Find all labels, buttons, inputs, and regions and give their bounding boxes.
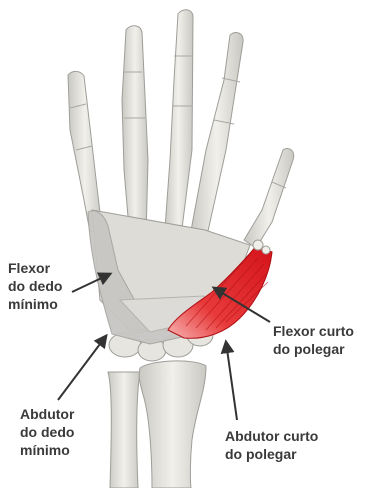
label-line: mínimo <box>20 441 74 459</box>
label-line: Abdutor curto <box>225 427 318 445</box>
arrow-abdutor-dedo-minimo <box>58 336 106 400</box>
ulna-bone <box>108 372 140 488</box>
forearm-bones <box>108 361 206 488</box>
label-line: do polegar <box>273 340 354 358</box>
label-abdutor-curto-polegar: Abdutor curto do polegar <box>225 427 318 463</box>
label-line: Flexor <box>8 259 62 277</box>
sesamoid-bone <box>253 240 263 250</box>
index-finger <box>190 33 243 240</box>
label-flexor-curto-polegar: Flexor curto do polegar <box>273 322 354 358</box>
sesamoid-bone <box>262 246 270 254</box>
label-line: mínimo <box>8 295 62 313</box>
label-flexor-dedo-minimo: Flexor do dedo mínimo <box>8 259 62 313</box>
middle-finger <box>164 10 193 244</box>
label-line: Abdutor <box>20 405 74 423</box>
radius-bone <box>139 361 206 488</box>
label-line: Flexor curto <box>273 322 354 340</box>
ring-finger <box>122 26 148 240</box>
thumb <box>244 148 294 248</box>
little-finger <box>68 71 102 232</box>
arrow-abdutor-curto-polegar <box>226 342 237 420</box>
label-abdutor-dedo-minimo: Abdutor do dedo mínimo <box>20 405 74 459</box>
label-line: do dedo <box>8 277 62 295</box>
label-line: do dedo <box>20 423 74 441</box>
label-line: do polegar <box>225 445 318 463</box>
